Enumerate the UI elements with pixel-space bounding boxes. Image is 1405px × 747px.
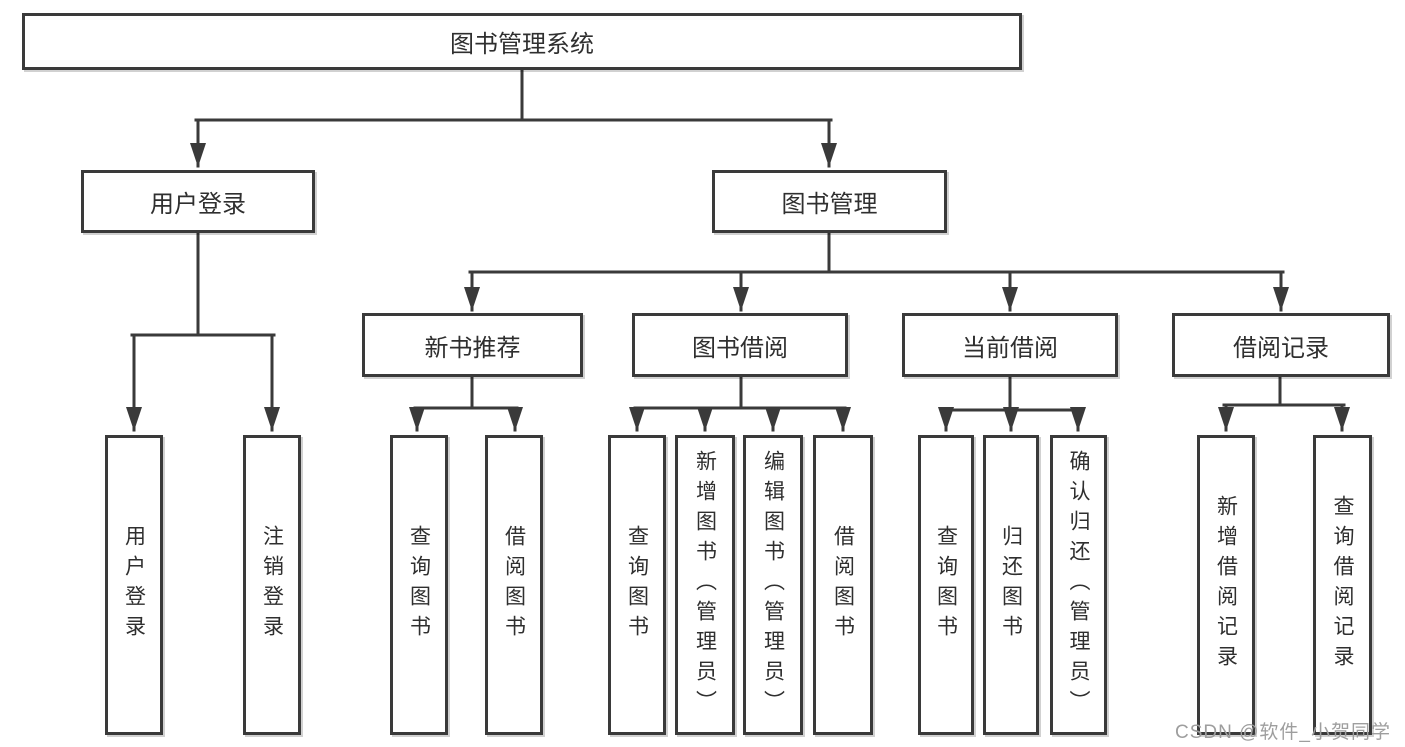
node-label: 图书借阅 (692, 334, 788, 362)
leaf-query-books-borrow: 查询图书 (608, 435, 666, 735)
node-label: 编辑图书（管理员） (761, 450, 785, 720)
leaf-borrow-books: 借阅图书 (813, 435, 873, 735)
connector-borrow-records-to-leaves (1218, 375, 1350, 432)
connector-book-borrow-to-leaves (629, 375, 851, 432)
node-borrowing-records: 借阅记录 (1172, 313, 1390, 377)
node-label: 图书管理 (781, 191, 878, 218)
csdn-watermark: CSDN @软件_小贺同学 (1175, 722, 1391, 743)
leaf-query-books-recommend: 查询图书 (390, 435, 448, 735)
node-label: 查询图书 (625, 525, 649, 645)
node-label: 用户登录 (122, 525, 146, 645)
leaf-add-borrow-record: 新增借阅记录 (1197, 435, 1255, 735)
node-label: 新增图书（管理员） (693, 450, 717, 720)
connector-user-login-to-leaves (126, 231, 280, 432)
node-label: 查询图书 (407, 525, 431, 645)
leaf-edit-books-admin: 编辑图书（管理员） (743, 435, 803, 735)
node-label: 借阅图书 (502, 525, 526, 645)
leaf-query-books-current: 查询图书 (918, 435, 974, 735)
connector-new-book-rec-to-leaves (409, 375, 523, 432)
node-new-book-recommend: 新书推荐 (362, 313, 583, 377)
leaf-return-books: 归还图书 (983, 435, 1039, 735)
leaf-add-books-admin: 新增图书（管理员） (675, 435, 735, 735)
leaf-user-login: 用户登录 (105, 435, 163, 735)
node-user-login: 用户登录 (81, 170, 315, 233)
leaf-borrow-books-recommend: 借阅图书 (485, 435, 543, 735)
leaf-logout: 注销登录 (243, 435, 301, 735)
node-label: 借阅图书 (831, 525, 855, 645)
node-label: 图书管理系统 (450, 31, 594, 58)
node-label: 注销登录 (260, 525, 284, 645)
node-label: 归还图书 (999, 525, 1023, 645)
connector-current-borrow-to-leaves (938, 375, 1086, 432)
node-label: 确认归还（管理员） (1067, 450, 1090, 720)
node-library-management-system: 图书管理系统 (22, 13, 1022, 70)
node-label: 当前借阅 (962, 334, 1058, 362)
leaf-query-borrow-record: 查询借阅记录 (1313, 435, 1372, 735)
connector-root-to-level2 (190, 68, 837, 168)
node-label: 新书推荐 (424, 334, 521, 362)
leaf-confirm-return-admin: 确认归还（管理员） (1050, 435, 1107, 735)
node-current-borrowing: 当前借阅 (902, 313, 1118, 377)
node-label: 查询借阅记录 (1331, 495, 1354, 675)
node-label: 借阅记录 (1233, 334, 1329, 362)
node-book-borrowing: 图书借阅 (632, 313, 848, 377)
node-label: 新增借阅记录 (1214, 495, 1238, 675)
connector-book-mgmt-to-level3 (464, 231, 1289, 312)
node-label: 用户登录 (150, 191, 246, 218)
node-book-management: 图书管理 (712, 170, 947, 233)
node-label: 查询图书 (934, 525, 958, 645)
